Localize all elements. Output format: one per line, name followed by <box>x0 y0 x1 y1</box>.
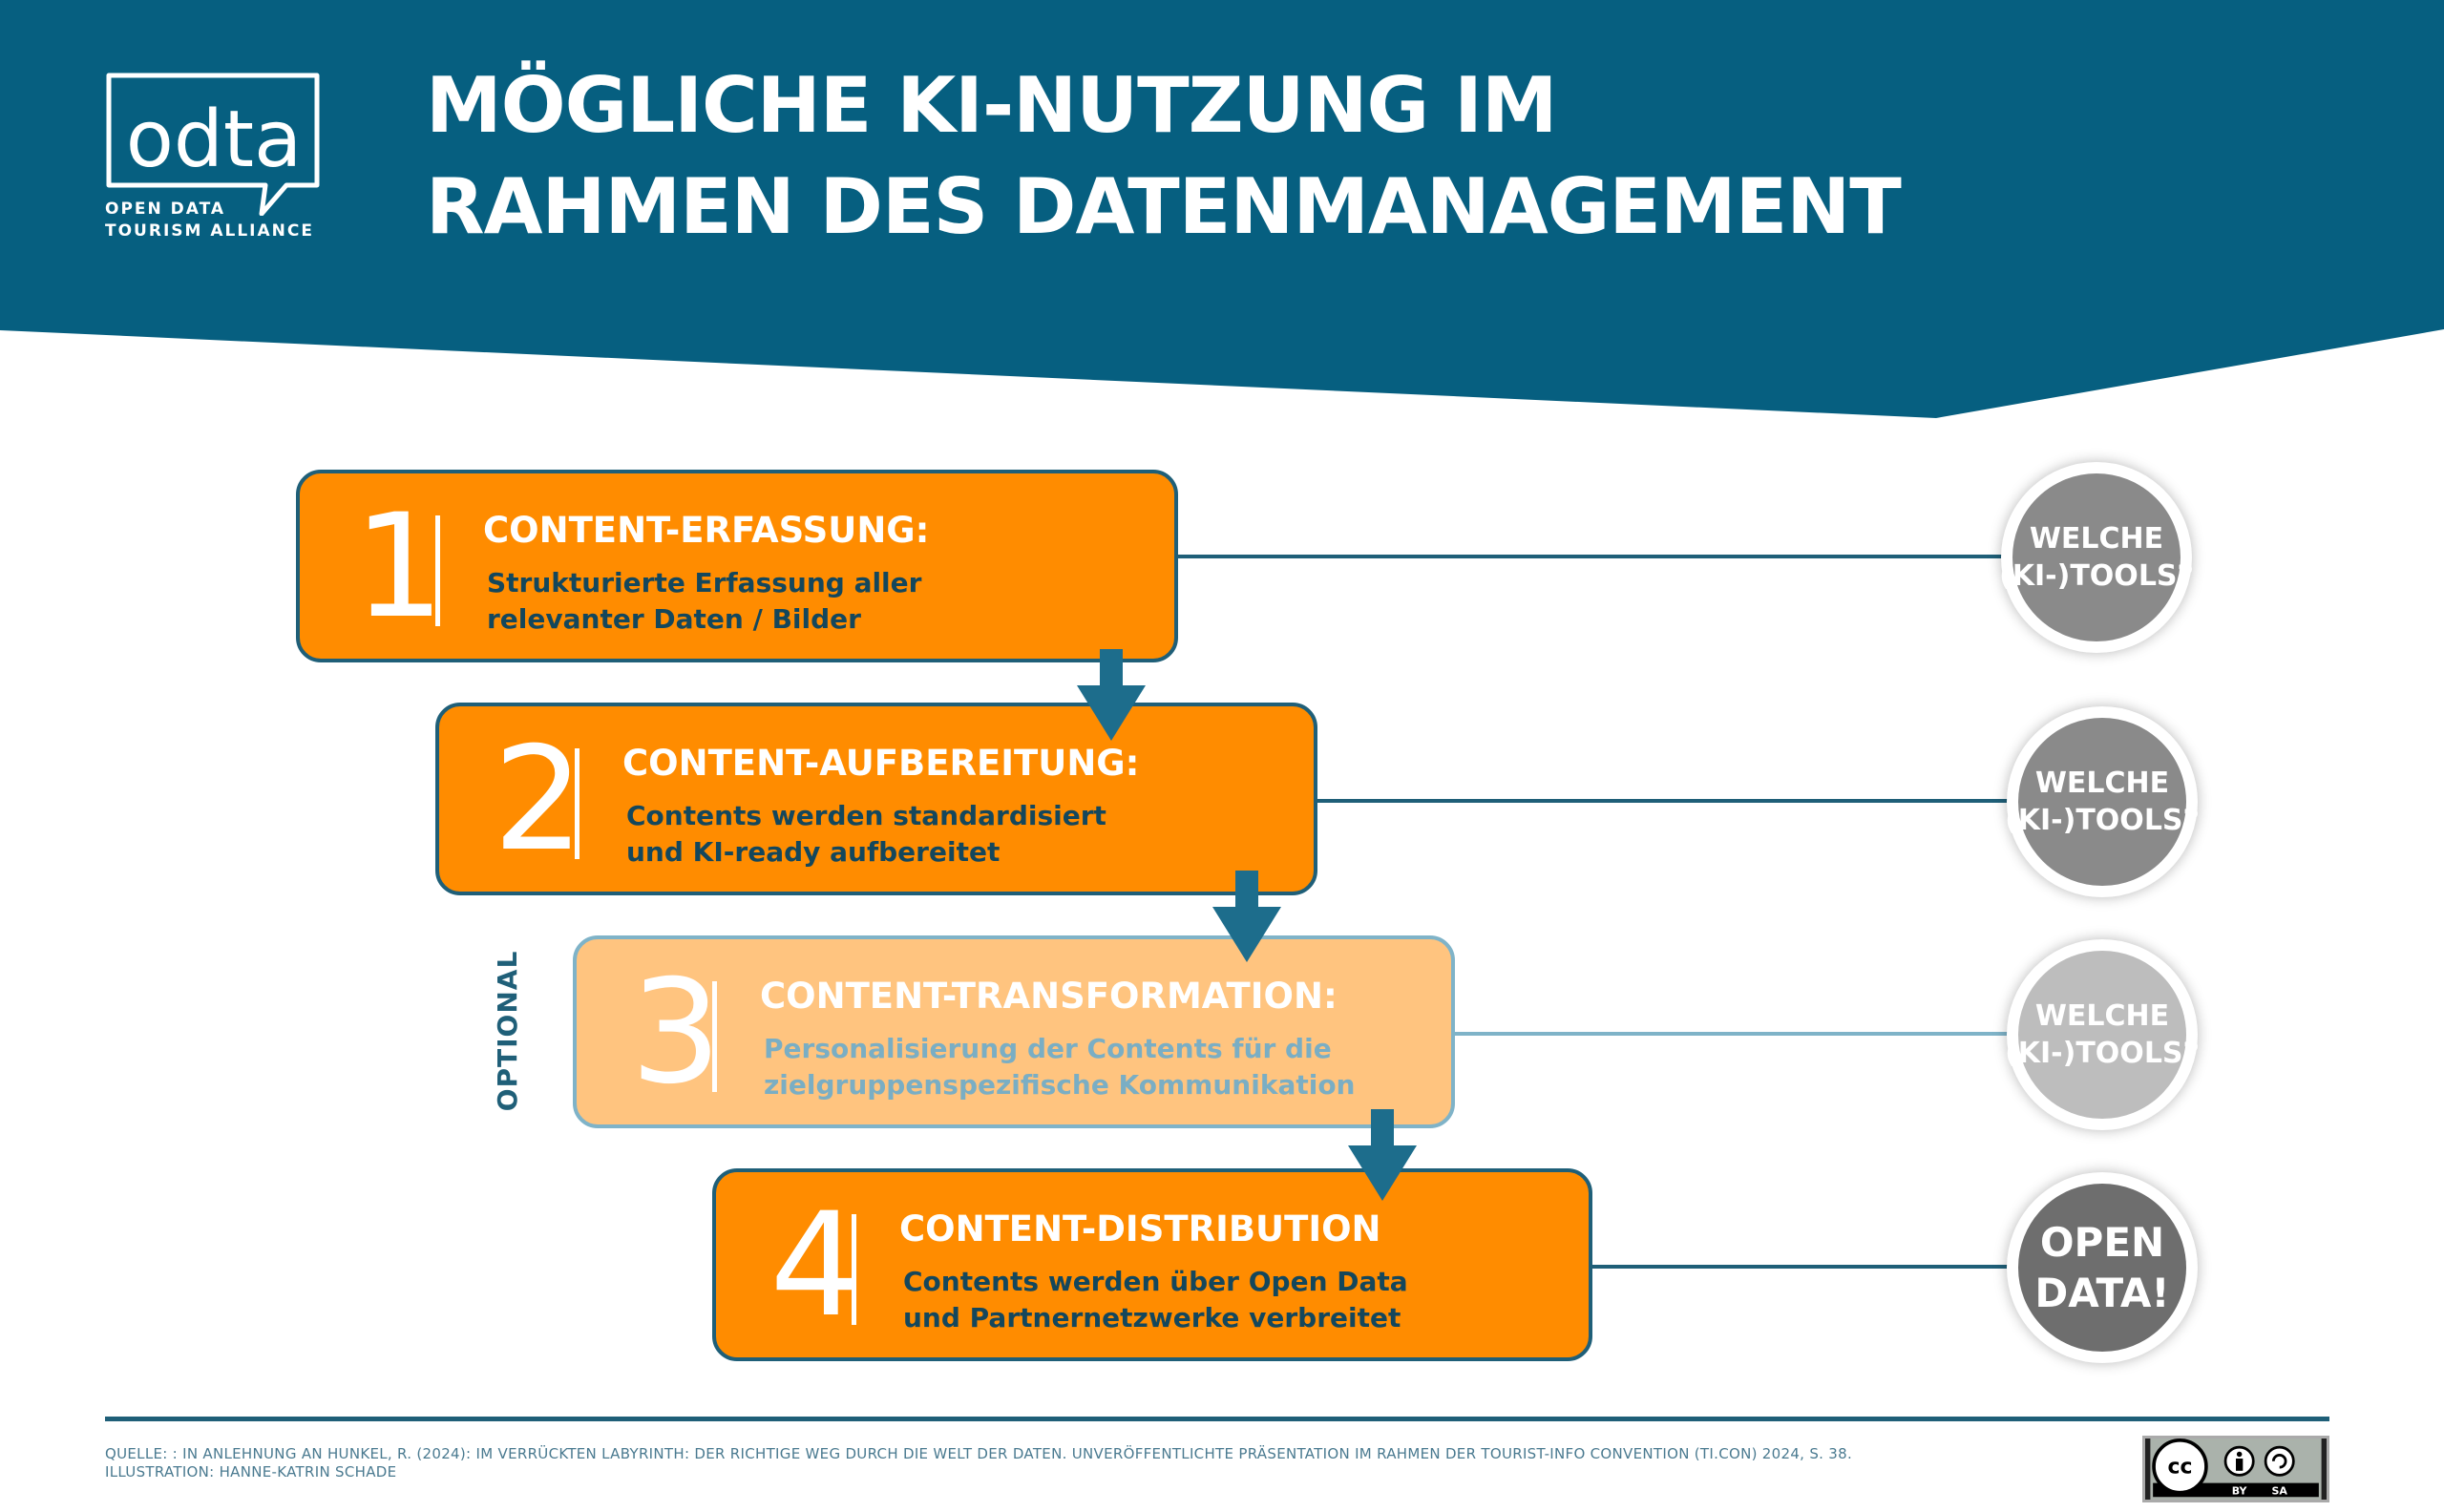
cc-text: cc <box>2167 1456 2192 1480</box>
title-line-2: RAHMEN DES DATENMANAGEMENT <box>426 162 1902 251</box>
speech-bubble-icon: odta <box>106 73 320 217</box>
step-heading: CONTENT-TRANSFORMATION: <box>760 976 1338 1017</box>
step-number: 4 <box>769 1183 861 1349</box>
cc-by-sa-badge: cc BY SA <box>2142 1436 2329 1502</box>
footer-divider <box>105 1417 2329 1421</box>
circle-line-1: WELCHE <box>2034 999 2170 1033</box>
share-alike-icon <box>2264 1445 2295 1477</box>
step-heading: CONTENT-AUFBEREITUNG: <box>622 743 1140 784</box>
circle-line-1: OPEN <box>2039 1219 2165 1266</box>
desc-line-2: zielgruppenspezifische Kommunikation <box>764 1069 1356 1101</box>
optional-label: OPTIONAL <box>492 950 523 1112</box>
by-label: BY <box>2232 1485 2248 1498</box>
sa-label: SA <box>2272 1485 2288 1498</box>
desc-line-2: und KI-ready aufbereitet <box>626 836 1001 868</box>
circle-line-2: (KI-)TOOLS? <box>2005 1037 2200 1070</box>
step-heading: CONTENT-ERFASSUNG: <box>483 510 930 551</box>
arrow-down-icon <box>1348 1109 1417 1201</box>
desc-line-1: Personalisierung der Contents für die <box>764 1033 1332 1064</box>
step-3-content-transformation: 3 CONTENT-TRANSFORMATION: Personalisieru… <box>573 935 1455 1128</box>
page-title: MÖGLICHE KI-NUTZUNG IM RAHMEN DES DATENM… <box>426 55 1902 258</box>
step-2-content-aufbereitung: 2 CONTENT-AUFBEREITUNG: Contents werden … <box>435 703 1317 895</box>
step-number: 1 <box>353 484 445 650</box>
circle-line-2: DATA! <box>2034 1270 2170 1316</box>
divider <box>852 1214 856 1325</box>
step-description: Contents werden über Open Data und Partn… <box>903 1264 1408 1336</box>
step-description: Personalisierung der Contents für die zi… <box>764 1031 1356 1103</box>
circle-line-1: WELCHE <box>2034 766 2170 800</box>
step-description: Contents werden standardisiert und KI-re… <box>626 798 1106 871</box>
step-heading: CONTENT-DISTRIBUTION <box>899 1208 1381 1250</box>
tools-circle-3: WELCHE (KI-)TOOLS? <box>2005 939 2200 1130</box>
header-banner <box>0 0 2444 418</box>
desc-line-1: Contents werden über Open Data <box>903 1266 1408 1297</box>
desc-line-1: Strukturierte Erfassung aller <box>487 567 922 598</box>
divider <box>712 981 717 1092</box>
step-1-content-erfassung: 1 CONTENT-ERFASSUNG: Strukturierte Erfas… <box>296 470 1178 662</box>
circle-line-2: (KI-)TOOLS? <box>2005 804 2200 837</box>
desc-line-2: relevanter Daten / Bilder <box>487 603 861 635</box>
source-line-2: ILLUSTRATION: HANNE-KATRIN SCHADE <box>105 1463 397 1480</box>
logo-line-2: TOURISM ALLIANCE <box>105 221 314 241</box>
arrow-down-icon <box>1212 871 1281 962</box>
circle-line-1: WELCHE <box>2029 522 2164 556</box>
logo-word: odta <box>126 94 303 185</box>
logo-line-1: OPEN DATA <box>105 200 226 219</box>
desc-line-2: und Partnernetzwerke verbreitet <box>903 1302 1401 1334</box>
tools-circle-1: WELCHE(KI-)TOOLS? <box>1999 462 2194 653</box>
title-line-1: MÖGLICHE KI-NUTZUNG IM <box>426 61 1557 150</box>
cc-icon <box>2152 1438 2208 1495</box>
source-line-1: QUELLE: : IN ANLEHNUNG AN HUNKEL, R. (20… <box>105 1445 1853 1462</box>
step-description: Strukturierte Erfassung aller relevanter… <box>487 565 921 638</box>
source-note: QUELLE: : IN ANLEHNUNG AN HUNKEL, R. (20… <box>105 1445 2091 1481</box>
desc-line-1: Contents werden standardisiert <box>626 800 1106 831</box>
tools-circle-2: WELCHE (KI-)TOOLS? <box>2005 706 2200 897</box>
circle-line-2: (KI-)TOOLS? <box>1999 559 2194 593</box>
step-number: 3 <box>630 950 722 1116</box>
divider <box>435 515 440 626</box>
divider <box>575 748 579 859</box>
logo-caption: OPEN DATA TOURISM ALLIANCE <box>105 199 334 242</box>
step-4-content-distribution: 4 CONTENT-DISTRIBUTION Contents werden ü… <box>712 1168 1592 1361</box>
arrow-down-icon <box>1077 649 1146 741</box>
step-number: 2 <box>493 717 584 883</box>
odta-logo: odta OPEN DATA TOURISM ALLIANCE <box>103 73 328 244</box>
